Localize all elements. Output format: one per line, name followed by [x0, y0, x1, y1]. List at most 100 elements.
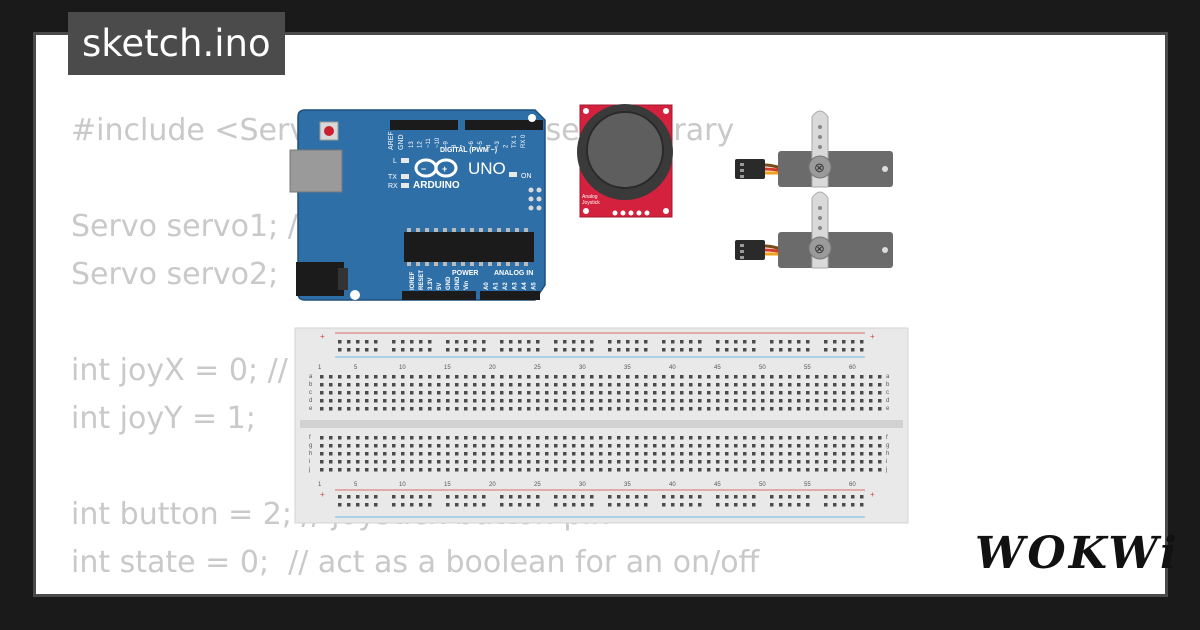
- terminal-hole[interactable]: [815, 407, 819, 411]
- terminal-hole[interactable]: [662, 444, 666, 448]
- terminal-hole[interactable]: [527, 468, 531, 472]
- terminal-hole[interactable]: [770, 391, 774, 395]
- terminal-hole[interactable]: [779, 399, 783, 403]
- terminal-hole[interactable]: [320, 383, 324, 387]
- terminal-hole[interactable]: [851, 468, 855, 472]
- rail-hole[interactable]: [734, 340, 738, 344]
- terminal-hole[interactable]: [563, 375, 567, 379]
- terminal-hole[interactable]: [482, 391, 486, 395]
- terminal-hole[interactable]: [851, 444, 855, 448]
- rail-hole[interactable]: [554, 348, 558, 352]
- terminal-hole[interactable]: [401, 383, 405, 387]
- terminal-hole[interactable]: [761, 436, 765, 440]
- terminal-hole[interactable]: [770, 468, 774, 472]
- terminal-hole[interactable]: [671, 452, 675, 456]
- terminal-hole[interactable]: [554, 407, 558, 411]
- terminal-hole[interactable]: [797, 407, 801, 411]
- terminal-hole[interactable]: [419, 407, 423, 411]
- terminal-hole[interactable]: [554, 468, 558, 472]
- terminal-hole[interactable]: [842, 460, 846, 464]
- terminal-hole[interactable]: [347, 375, 351, 379]
- terminal-hole[interactable]: [455, 444, 459, 448]
- terminal-hole[interactable]: [338, 452, 342, 456]
- terminal-hole[interactable]: [365, 399, 369, 403]
- terminal-hole[interactable]: [509, 444, 513, 448]
- terminal-hole[interactable]: [410, 460, 414, 464]
- terminal-hole[interactable]: [608, 468, 612, 472]
- terminal-hole[interactable]: [878, 375, 882, 379]
- terminal-hole[interactable]: [572, 452, 576, 456]
- terminal-hole[interactable]: [365, 444, 369, 448]
- terminal-hole[interactable]: [689, 399, 693, 403]
- rail-hole[interactable]: [680, 340, 684, 344]
- terminal-hole[interactable]: [788, 391, 792, 395]
- terminal-hole[interactable]: [707, 391, 711, 395]
- terminal-hole[interactable]: [320, 460, 324, 464]
- terminal-hole[interactable]: [599, 383, 603, 387]
- rail-hole[interactable]: [464, 503, 468, 507]
- terminal-hole[interactable]: [653, 436, 657, 440]
- terminal-hole[interactable]: [797, 436, 801, 440]
- rail-hole[interactable]: [572, 340, 576, 344]
- terminal-hole[interactable]: [509, 407, 513, 411]
- terminal-hole[interactable]: [878, 383, 882, 387]
- terminal-hole[interactable]: [752, 444, 756, 448]
- terminal-hole[interactable]: [329, 444, 333, 448]
- rail-hole[interactable]: [590, 495, 594, 499]
- terminal-hole[interactable]: [779, 383, 783, 387]
- rail-hole[interactable]: [608, 503, 612, 507]
- rail-hole[interactable]: [752, 348, 756, 352]
- rail-hole[interactable]: [527, 503, 531, 507]
- terminal-hole[interactable]: [518, 436, 522, 440]
- rail-hole[interactable]: [824, 495, 828, 499]
- terminal-hole[interactable]: [500, 436, 504, 440]
- terminal-hole[interactable]: [320, 391, 324, 395]
- rail-hole[interactable]: [635, 340, 639, 344]
- terminal-hole[interactable]: [599, 444, 603, 448]
- terminal-hole[interactable]: [518, 468, 522, 472]
- rail-hole[interactable]: [536, 495, 540, 499]
- terminal-hole[interactable]: [626, 391, 630, 395]
- rail-hole[interactable]: [500, 348, 504, 352]
- terminal-hole[interactable]: [716, 399, 720, 403]
- terminal-hole[interactable]: [716, 436, 720, 440]
- rail-hole[interactable]: [401, 348, 405, 352]
- terminal-hole[interactable]: [410, 444, 414, 448]
- rail-hole[interactable]: [554, 340, 558, 344]
- terminal-hole[interactable]: [806, 460, 810, 464]
- terminal-hole[interactable]: [689, 468, 693, 472]
- terminal-hole[interactable]: [455, 399, 459, 403]
- terminal-hole[interactable]: [815, 444, 819, 448]
- rail-hole[interactable]: [572, 495, 576, 499]
- terminal-hole[interactable]: [581, 468, 585, 472]
- terminal-hole[interactable]: [869, 391, 873, 395]
- rail-hole[interactable]: [644, 340, 648, 344]
- terminal-hole[interactable]: [527, 444, 531, 448]
- terminal-hole[interactable]: [491, 399, 495, 403]
- terminal-hole[interactable]: [392, 399, 396, 403]
- terminal-hole[interactable]: [590, 407, 594, 411]
- terminal-hole[interactable]: [473, 436, 477, 440]
- terminal-hole[interactable]: [734, 460, 738, 464]
- terminal-hole[interactable]: [851, 375, 855, 379]
- terminal-hole[interactable]: [725, 452, 729, 456]
- terminal-hole[interactable]: [761, 391, 765, 395]
- terminal-hole[interactable]: [707, 383, 711, 387]
- terminal-hole[interactable]: [653, 460, 657, 464]
- terminal-hole[interactable]: [473, 444, 477, 448]
- terminal-hole[interactable]: [554, 452, 558, 456]
- terminal-hole[interactable]: [518, 375, 522, 379]
- rail-hole[interactable]: [617, 495, 621, 499]
- terminal-hole[interactable]: [734, 444, 738, 448]
- rail-hole[interactable]: [626, 340, 630, 344]
- terminal-hole[interactable]: [608, 375, 612, 379]
- terminal-hole[interactable]: [437, 399, 441, 403]
- terminal-hole[interactable]: [788, 460, 792, 464]
- terminal-hole[interactable]: [842, 444, 846, 448]
- terminal-hole[interactable]: [473, 383, 477, 387]
- terminal-hole[interactable]: [554, 375, 558, 379]
- rail-hole[interactable]: [509, 348, 513, 352]
- rail-hole[interactable]: [518, 495, 522, 499]
- analog-joystick[interactable]: Analog Joystick: [577, 104, 673, 218]
- terminal-hole[interactable]: [365, 375, 369, 379]
